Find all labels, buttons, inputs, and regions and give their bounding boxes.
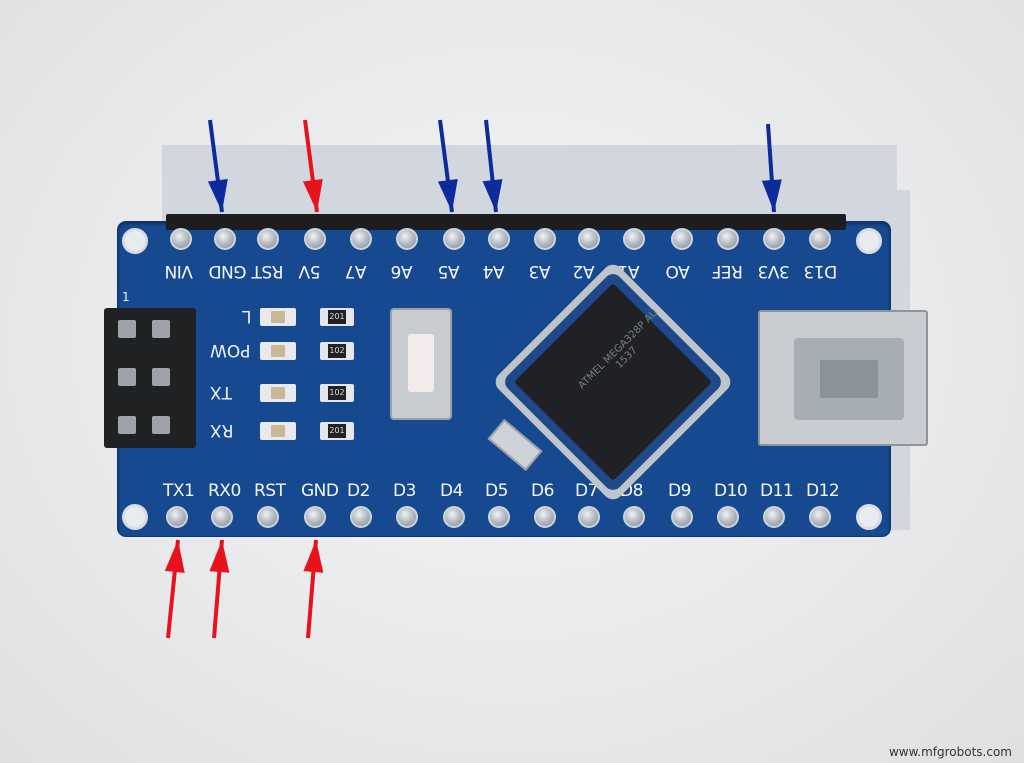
- icsp-pin: [118, 416, 136, 434]
- pin-pad: [578, 228, 600, 250]
- red-arrow-rx0: [209, 539, 230, 639]
- pin-label: D11: [760, 481, 794, 501]
- pin-label: RST: [254, 481, 286, 501]
- blue-arrow-a4: [482, 119, 503, 213]
- pin-pad: [534, 228, 556, 250]
- smd-resistor: 201: [320, 422, 354, 440]
- pin-pad: [488, 228, 510, 250]
- smd-resistor: 102: [320, 342, 354, 360]
- icsp-header: [104, 308, 196, 448]
- pin-pad: [623, 506, 645, 528]
- pin-label: D2: [347, 481, 370, 501]
- icsp-pin: [152, 416, 170, 434]
- top-pin-header: [166, 214, 846, 230]
- pin-label: D4: [440, 481, 463, 501]
- smd-resistor: 102: [320, 384, 354, 402]
- smd-resistor: 201: [320, 308, 354, 326]
- red-arrow-5v: [302, 119, 323, 213]
- blue-arrow-gnd: [207, 119, 228, 213]
- mounting-hole: [122, 504, 148, 530]
- smd-led: [260, 384, 296, 402]
- mounting-hole: [856, 504, 882, 530]
- pin-pad: [350, 506, 372, 528]
- pin-label: D9: [668, 481, 691, 501]
- pin-pad: [534, 506, 556, 528]
- red-arrow-tx1: [164, 539, 185, 639]
- pin-label: GND: [301, 481, 339, 501]
- pin-label: D5: [485, 481, 508, 501]
- pin-pad: [763, 506, 785, 528]
- pin-pad: [623, 228, 645, 250]
- pin-label: D10: [714, 481, 748, 501]
- smd-led: [260, 342, 296, 360]
- smd-led: [260, 308, 296, 326]
- pin-label: D12: [806, 481, 840, 501]
- icsp-pin: [118, 368, 136, 386]
- pin-pad: [671, 228, 693, 250]
- pin-pad: [211, 506, 233, 528]
- icsp-pin: [152, 320, 170, 338]
- mounting-hole: [122, 228, 148, 254]
- red-arrow-gnd: [303, 539, 324, 639]
- pin-pad: [396, 228, 418, 250]
- pin-pad: [214, 228, 236, 250]
- blue-arrow-a5: [437, 119, 458, 213]
- mounting-hole: [856, 228, 882, 254]
- pin-pad: [809, 506, 831, 528]
- pin-pad: [304, 506, 326, 528]
- icsp-pin1-label: 1: [122, 290, 130, 304]
- pin-pad: [488, 506, 510, 528]
- pin-label: TX1: [163, 481, 195, 501]
- pin-label: RX0: [208, 481, 241, 501]
- pin-pad: [257, 228, 279, 250]
- blue-arrow-3v3: [761, 123, 782, 213]
- resistor-code: 102: [328, 344, 346, 358]
- pin-pad: [717, 228, 739, 250]
- watermark: www.mfgrobots.com: [888, 745, 1012, 759]
- icsp-pin: [152, 368, 170, 386]
- resistor-code: 201: [328, 310, 346, 324]
- pin-pad: [763, 228, 785, 250]
- pin-pad: [257, 506, 279, 528]
- pin-pad: [170, 228, 192, 250]
- pin-pad: [809, 228, 831, 250]
- pin-label: D8: [620, 481, 643, 501]
- pin-label: D6: [531, 481, 554, 501]
- pin-pad: [717, 506, 739, 528]
- reset-button[interactable]: [390, 308, 452, 420]
- pin-pad: [350, 228, 372, 250]
- pin-pad: [671, 506, 693, 528]
- resistor-code: 102: [328, 386, 346, 400]
- pin-label: D7: [575, 481, 598, 501]
- pin-label: D3: [393, 481, 416, 501]
- pin-pad: [578, 506, 600, 528]
- resistor-code: 201: [328, 424, 346, 438]
- pin-pad: [166, 506, 188, 528]
- pin-pad: [443, 228, 465, 250]
- pin-pad: [304, 228, 326, 250]
- mini-usb-connector[interactable]: [758, 310, 928, 446]
- pin-pad: [443, 506, 465, 528]
- icsp-pin: [118, 320, 136, 338]
- smd-led: [260, 422, 296, 440]
- pin-pad: [396, 506, 418, 528]
